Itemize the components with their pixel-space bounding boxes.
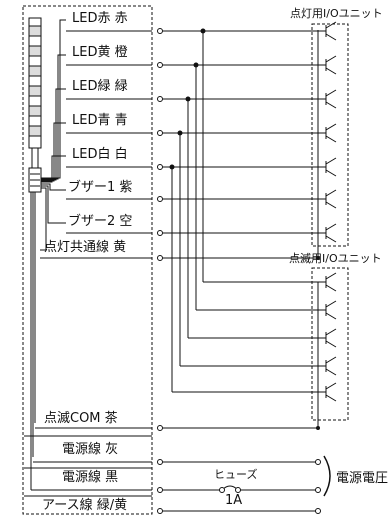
label-power-black: 電源線 黒	[62, 469, 118, 485]
lighting-transistors	[318, 21, 337, 243]
fuse-label: ヒューズ	[214, 467, 257, 481]
row-dividers	[24, 435, 152, 497]
power-terminals	[157, 459, 321, 514]
label-lighting-common: 点灯共通線 黄	[44, 239, 126, 255]
lighting-unit-title: 点灯用I/Oユニット	[290, 7, 383, 20]
label-led-green: LED緑 緑	[72, 79, 128, 94]
wire-labels: LED赤 赤 LED黄 橙 LED緑 緑 LED青 青 LED白 白 ブザー1 …	[42, 11, 132, 513]
label-led-blue: LED青 青	[72, 113, 128, 128]
label-power-gray: 電源線 灰	[62, 441, 118, 457]
tower-wires	[30, 19, 66, 490]
cable-terminals	[157, 28, 163, 493]
lighting-unit-box	[311, 23, 349, 247]
label-underlines	[31, 30, 152, 491]
flashing-transistors	[318, 272, 337, 402]
junction-dots	[169, 28, 320, 430]
label-led-red: LED赤 赤	[72, 11, 128, 26]
power-wires	[163, 461, 318, 512]
flashing-tap-wires	[163, 31, 319, 429]
power-bracket	[323, 455, 331, 497]
label-led-white: LED白 白	[72, 146, 128, 162]
flashing-unit-box	[311, 267, 349, 421]
flashing-unit-title: 点滅用I/Oユニット	[289, 252, 382, 265]
label-earth: アース線 緑/黄	[42, 497, 127, 513]
label-flash-com: 点滅COM 茶	[44, 410, 118, 426]
signal-tower	[28, 17, 42, 193]
label-buzzer-1: ブザー1 紫	[68, 179, 132, 195]
lighting-unit-wires	[163, 30, 319, 259]
fuse-rating: 1A	[225, 493, 242, 508]
power-voltage-label: 電源電圧	[336, 471, 388, 486]
label-buzzer-2: ブザー2 空	[68, 213, 132, 229]
label-led-yellow: LED黄 橙	[72, 45, 128, 60]
cable-enclosure	[22, 5, 153, 515]
